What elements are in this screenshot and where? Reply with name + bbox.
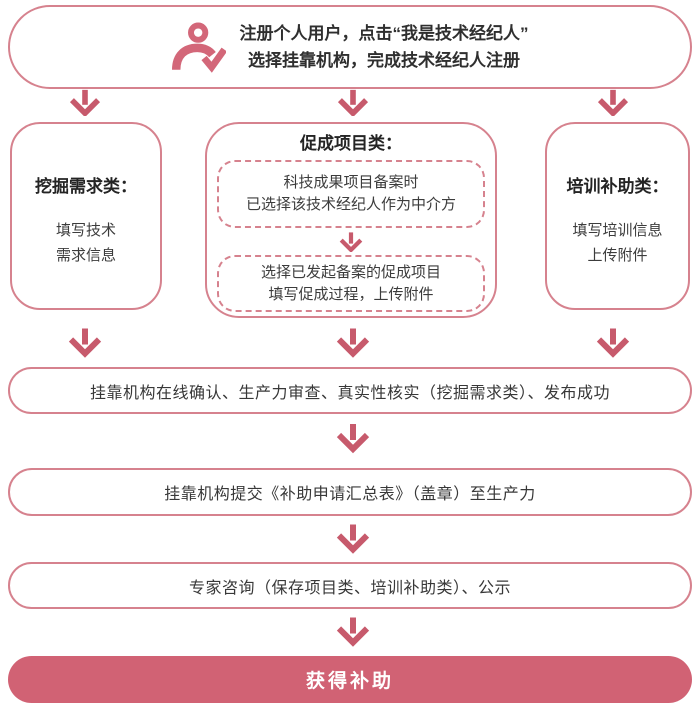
register-step-box: 注册个人用户，点击“我是技术经纪人” 选择挂靠机构，完成技术经纪人注册: [8, 5, 692, 89]
down-arrow-icon: [336, 524, 370, 554]
branch-training-body: 填写培训信息 上传附件: [572, 218, 662, 268]
branch-demand-line-2: 需求信息: [55, 247, 116, 264]
project-step-1-box: 科技成果项目备案时 已选择该技术经纪人作为中介方: [217, 160, 485, 228]
project-step-2-box: 选择已发起备案的促成项目 填写促成过程，上传附件: [217, 255, 485, 312]
confirm-step-box: 挂靠机构在线确认、生产力审查、真实性核实（挖掘需求类）、发布成功: [8, 367, 692, 414]
down-arrow-icon: [339, 232, 363, 252]
down-arrow-icon: [336, 617, 370, 647]
branch-demand-line-1: 填写技术: [55, 222, 116, 239]
branch-demand-box: 挖掘需求类： 填写技术 需求信息: [10, 122, 162, 310]
result-text: 获得补助: [305, 671, 394, 692]
project-step-2-line-2: 填写促成过程，上传附件: [268, 285, 434, 303]
branch-training-line-1: 填写培训信息: [572, 222, 663, 239]
register-line-2: 选择挂靠机构，完成技术经纪人注册: [248, 51, 520, 70]
submit-step-box: 挂靠机构提交《补助申请汇总表》（盖章）至生产力: [8, 468, 692, 516]
down-arrow-icon: [336, 424, 370, 454]
branch-project-title: 促成项目类：: [300, 134, 402, 153]
user-check-icon: [171, 22, 226, 73]
review-step-text: 专家咨询（保存项目类、培训补助类）、公示: [188, 579, 511, 597]
branch-training-box: 培训补助类： 填写培训信息 上传附件: [545, 122, 690, 310]
register-step-text: 注册个人用户，点击“我是技术经纪人” 选择挂靠机构，完成技术经纪人注册: [240, 20, 529, 74]
confirm-step-text: 挂靠机构在线确认、生产力审查、真实性核实（挖掘需求类）、发布成功: [89, 384, 610, 402]
result-box: 获得补助: [8, 656, 692, 703]
register-line-1: 注册个人用户，点击“我是技术经纪人”: [239, 24, 529, 43]
branch-demand-title: 挖掘需求类：: [35, 177, 137, 196]
branch-training-title: 培训补助类：: [566, 177, 669, 196]
review-step-box: 专家咨询（保存项目类、培训补助类）、公示: [8, 562, 692, 609]
down-arrow-icon: [597, 89, 629, 116]
down-arrow-icon: [337, 89, 369, 116]
down-arrow-icon: [596, 328, 630, 358]
project-step-2-line-1: 选择已发起备案的促成项目: [260, 263, 441, 281]
project-step-1-line-1: 科技成果项目备案时: [283, 174, 419, 191]
branch-training-line-2: 上传附件: [587, 247, 648, 264]
branch-project-box: 促成项目类： 科技成果项目备案时 已选择该技术经纪人作为中介方 选择已发起备案的…: [205, 122, 497, 318]
project-step-1-line-2: 已选择该技术经纪人作为中介方: [245, 196, 456, 213]
down-arrow-icon: [68, 328, 102, 358]
down-arrow-icon: [336, 328, 370, 358]
down-arrow-icon: [69, 89, 101, 116]
branch-demand-body: 填写技术 需求信息: [56, 218, 116, 268]
submit-step-text: 挂靠机构提交《补助申请汇总表》（盖章）至生产力: [164, 486, 536, 503]
